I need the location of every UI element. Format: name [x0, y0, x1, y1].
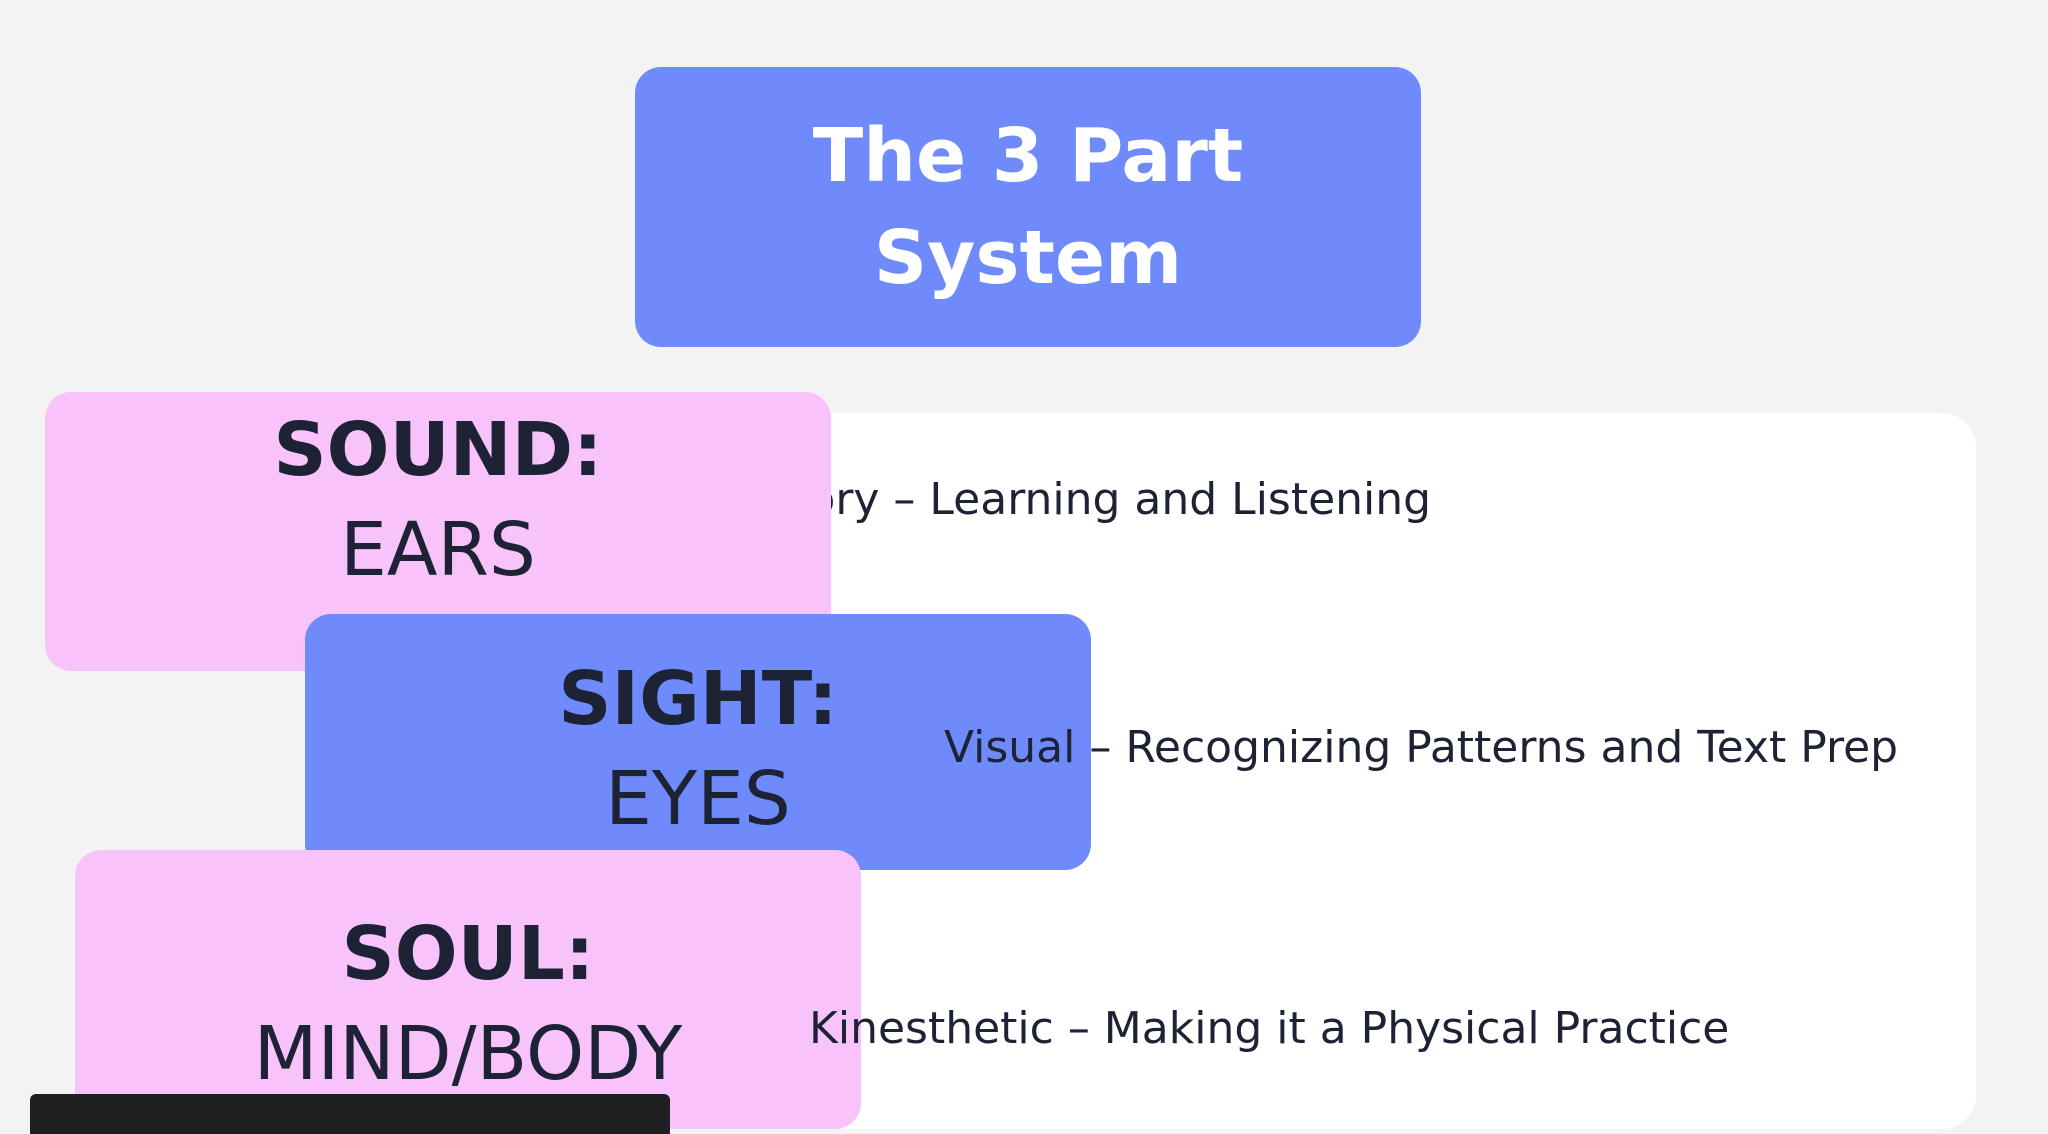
title-line-1: The 3 Part [812, 113, 1244, 199]
sight-sub: EYES [605, 756, 791, 842]
sight-description: Visual – Recognizing Patterns and Text P… [944, 722, 1899, 773]
soul-sub: MIND/BODY [253, 1011, 683, 1097]
soul-label: SOUL: [341, 911, 595, 997]
sound-label: SOUND: [273, 407, 603, 493]
bottom-bar [30, 1094, 670, 1134]
title-box: The 3 Part System [635, 67, 1421, 347]
sight-card: SIGHT: EYES [305, 614, 1091, 870]
title: The 3 Part System [748, 105, 1308, 309]
sight-label: SIGHT: [558, 656, 838, 742]
title-line-2: System [873, 215, 1183, 301]
soul-card: SOUL: MIND/BODY [75, 850, 861, 1129]
soul-description: Kinesthetic – Making it a Physical Pract… [809, 1003, 1730, 1054]
sound-sub: EARS [340, 507, 536, 593]
